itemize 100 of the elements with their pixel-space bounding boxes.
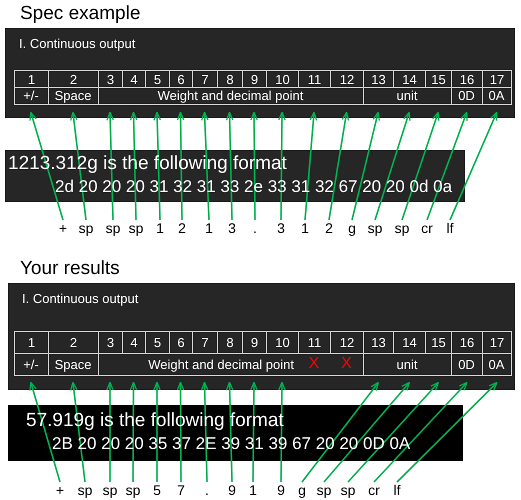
character-label: sp [121, 482, 145, 498]
arrow [130, 382, 138, 482]
character-label: g [290, 482, 314, 498]
character-label: 5 [145, 482, 169, 498]
column-number: 13 [371, 72, 386, 86]
error-mark: X [341, 355, 352, 373]
column-number: 4 [130, 335, 138, 350]
column-number: 5 [154, 72, 162, 86]
arrow [153, 382, 161, 482]
character-label: sp [74, 220, 98, 236]
column-number: 17 [490, 72, 504, 86]
character-label: + [48, 482, 72, 498]
character-label: 1 [148, 220, 172, 236]
arrow [374, 112, 410, 220]
field-name: Weight and decimal point [148, 356, 295, 372]
character-label: sp [124, 220, 148, 236]
arrow [250, 382, 258, 482]
character-label: sp [363, 220, 387, 236]
column-number: 10 [275, 72, 290, 86]
character-label: lf [385, 482, 409, 498]
character-label: sp [73, 482, 97, 498]
arrow [373, 382, 468, 483]
column-number: 15 [431, 335, 446, 350]
field-name: Space [54, 88, 92, 103]
character-label: sp [390, 220, 414, 236]
character-label: sp [336, 482, 360, 498]
field-name: Weight and decimal point [158, 88, 304, 103]
column-number: 3 [106, 72, 114, 86]
arrow [278, 382, 286, 482]
character-label: g [340, 220, 364, 236]
field-name: 0A [488, 356, 504, 372]
column-number: 6 [177, 335, 185, 350]
arrow [130, 112, 138, 220]
arrow [396, 382, 498, 483]
column-number: 3 [106, 335, 114, 350]
column-number: 16 [460, 335, 474, 350]
arrow [70, 382, 86, 482]
dark-panel [8, 283, 515, 390]
character-label: 9 [220, 482, 244, 498]
character-label: 3 [269, 220, 293, 236]
section-title: Spec example [20, 3, 140, 25]
column-number: 7 [201, 335, 209, 350]
arrow [449, 112, 498, 220]
arrow [29, 382, 61, 482]
character-label: + [51, 220, 75, 236]
arrow [328, 112, 350, 220]
section-title: Your results [20, 258, 120, 280]
arrow [226, 382, 234, 482]
column-number: 2 [70, 335, 78, 350]
column-number: 12 [340, 335, 354, 350]
arrow [106, 382, 114, 482]
character-label: 9 [269, 482, 293, 498]
character-label: cr [415, 220, 439, 236]
character-label: sp [312, 482, 336, 498]
arrow [278, 112, 286, 220]
field-name: +/- [23, 356, 39, 372]
arrow [426, 112, 468, 220]
section-heading: I. Continuous output [19, 36, 136, 51]
arrow [401, 112, 440, 220]
column-number: 11 [308, 72, 322, 86]
arrow [226, 112, 234, 220]
column-number: 4 [130, 72, 138, 86]
arrow [106, 112, 114, 220]
character-label: 1 [293, 220, 317, 236]
character-label: 2 [170, 220, 194, 236]
column-number: 6 [177, 72, 185, 86]
column-number: 14 [402, 335, 417, 350]
column-number: 7 [201, 72, 209, 86]
arrow [304, 112, 318, 220]
character-label: 1 [241, 482, 265, 498]
arrow [70, 112, 87, 220]
arrow [200, 112, 210, 220]
column-number: 9 [250, 335, 258, 350]
arrow [153, 112, 162, 220]
arrow [176, 382, 184, 482]
column-number: 1 [28, 335, 36, 350]
arrow [301, 382, 380, 482]
column-number: 12 [340, 72, 354, 86]
column-number: 10 [275, 335, 290, 350]
field-name: 0D [458, 356, 475, 372]
column-number: 11 [308, 335, 322, 350]
column-number: 5 [154, 335, 162, 350]
character-label: 1 [197, 220, 221, 236]
column-number: 2 [70, 72, 78, 86]
arrow [176, 112, 184, 220]
column-number: 8 [226, 72, 234, 86]
character-label: sp [98, 482, 122, 498]
arrow [200, 382, 209, 482]
field-name: unit [396, 356, 418, 372]
field-name: unit [396, 88, 418, 103]
character-label: . [243, 220, 267, 236]
arrow [347, 382, 440, 483]
arrow [250, 112, 258, 220]
character-label: 2 [317, 220, 341, 236]
field-name: +/- [23, 88, 39, 103]
column-number: 15 [431, 72, 446, 86]
character-label: . [195, 482, 219, 498]
character-label: sp [101, 220, 125, 236]
column-number: 14 [402, 72, 417, 86]
arrow [351, 112, 380, 220]
